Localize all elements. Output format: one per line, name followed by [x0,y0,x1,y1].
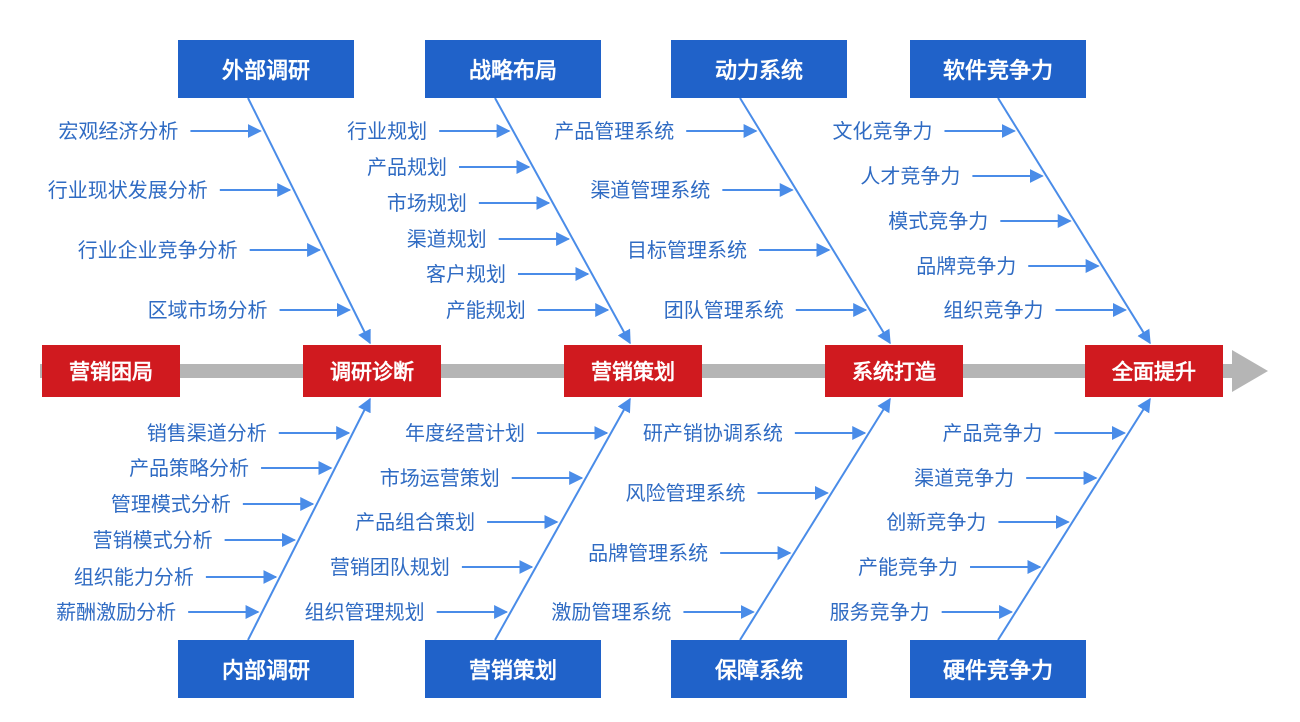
stage-box-3: 营销策划 [564,345,702,397]
top-bone-4 [997,97,1151,345]
top-cause-label: 行业企业竞争分析 [77,238,238,262]
top-cause-label: 客户规划 [425,262,506,286]
top-cause-label: 产品规划 [367,155,448,179]
top-cause-label: 区域市场分析 [147,298,268,322]
top-category-box-1: 外部调研 [178,40,354,98]
bottom-cause-label: 营销模式分析 [92,528,213,552]
top-cause-label: 渠道管理系统 [590,178,711,202]
bottom-cause-label: 研产销协调系统 [642,421,783,445]
top-bone-2 [494,97,631,345]
bottom-category-box-4: 硬件竞争力 [910,640,1086,698]
bottom-cause-label: 销售渠道分析 [146,421,267,445]
stage-box-1: 营销困局 [42,345,180,397]
top-cause-label: 目标管理系统 [627,238,748,262]
bottom-category-box-1: 内部调研 [178,640,354,698]
bottom-cause-label: 组织管理规划 [304,600,425,624]
bottom-category-box-2: 营销策划 [425,640,601,698]
bottom-category-box-3: 保障系统 [671,640,847,698]
bottom-cause-label: 组织能力分析 [73,565,194,589]
stage-box-2: 调研诊断 [303,345,441,397]
top-cause-label: 模式竞争力 [888,209,989,233]
top-cause-label: 行业规划 [347,119,428,143]
top-cause-label: 人才竞争力 [860,164,961,188]
top-bone-1 [247,97,371,345]
bottom-cause-label: 服务竞争力 [829,600,930,624]
top-cause-label: 行业现状发展分析 [47,178,208,202]
bottom-cause-label: 风险管理系统 [625,481,746,505]
bottom-cause-label: 营销团队规划 [329,555,450,579]
top-category-box-2: 战略布局 [425,40,601,98]
bottom-cause-label: 创新竞争力 [886,510,987,534]
top-category-box-4: 软件竞争力 [910,40,1086,98]
stage-box-5: 全面提升 [1085,345,1223,397]
bottom-cause-label: 薪酬激励分析 [56,600,177,624]
bottom-cause-label: 产品策略分析 [129,456,250,480]
top-cause-label: 产能规划 [445,298,526,322]
top-category-box-3: 动力系统 [671,40,847,98]
spine-arrowhead [1232,350,1268,392]
bottom-cause-label: 产品组合策划 [355,510,476,534]
top-cause-label: 品牌竞争力 [916,254,1017,278]
top-cause-label: 产品管理系统 [554,119,675,143]
stage-box-4: 系统打造 [825,345,963,397]
bottom-cause-label: 产能竞争力 [858,555,959,579]
top-cause-label: 组织竞争力 [943,298,1044,322]
bottom-cause-label: 渠道竞争力 [914,466,1015,490]
top-cause-label: 宏观经济分析 [58,119,179,143]
bottom-cause-label: 品牌管理系统 [588,541,709,565]
bottom-cause-label: 年度经营计划 [404,421,525,445]
bottom-cause-label: 产品竞争力 [942,421,1043,445]
bottom-cause-label: 激励管理系统 [551,600,672,624]
top-cause-label: 团队管理系统 [663,298,784,322]
top-cause-label: 文化竞争力 [832,119,933,143]
bottom-cause-label: 市场运营策划 [379,466,500,490]
bottom-cause-label: 管理模式分析 [110,492,231,516]
top-cause-label: 渠道规划 [406,227,487,251]
top-cause-label: 市场规划 [386,191,467,215]
top-bone-3 [739,97,891,345]
